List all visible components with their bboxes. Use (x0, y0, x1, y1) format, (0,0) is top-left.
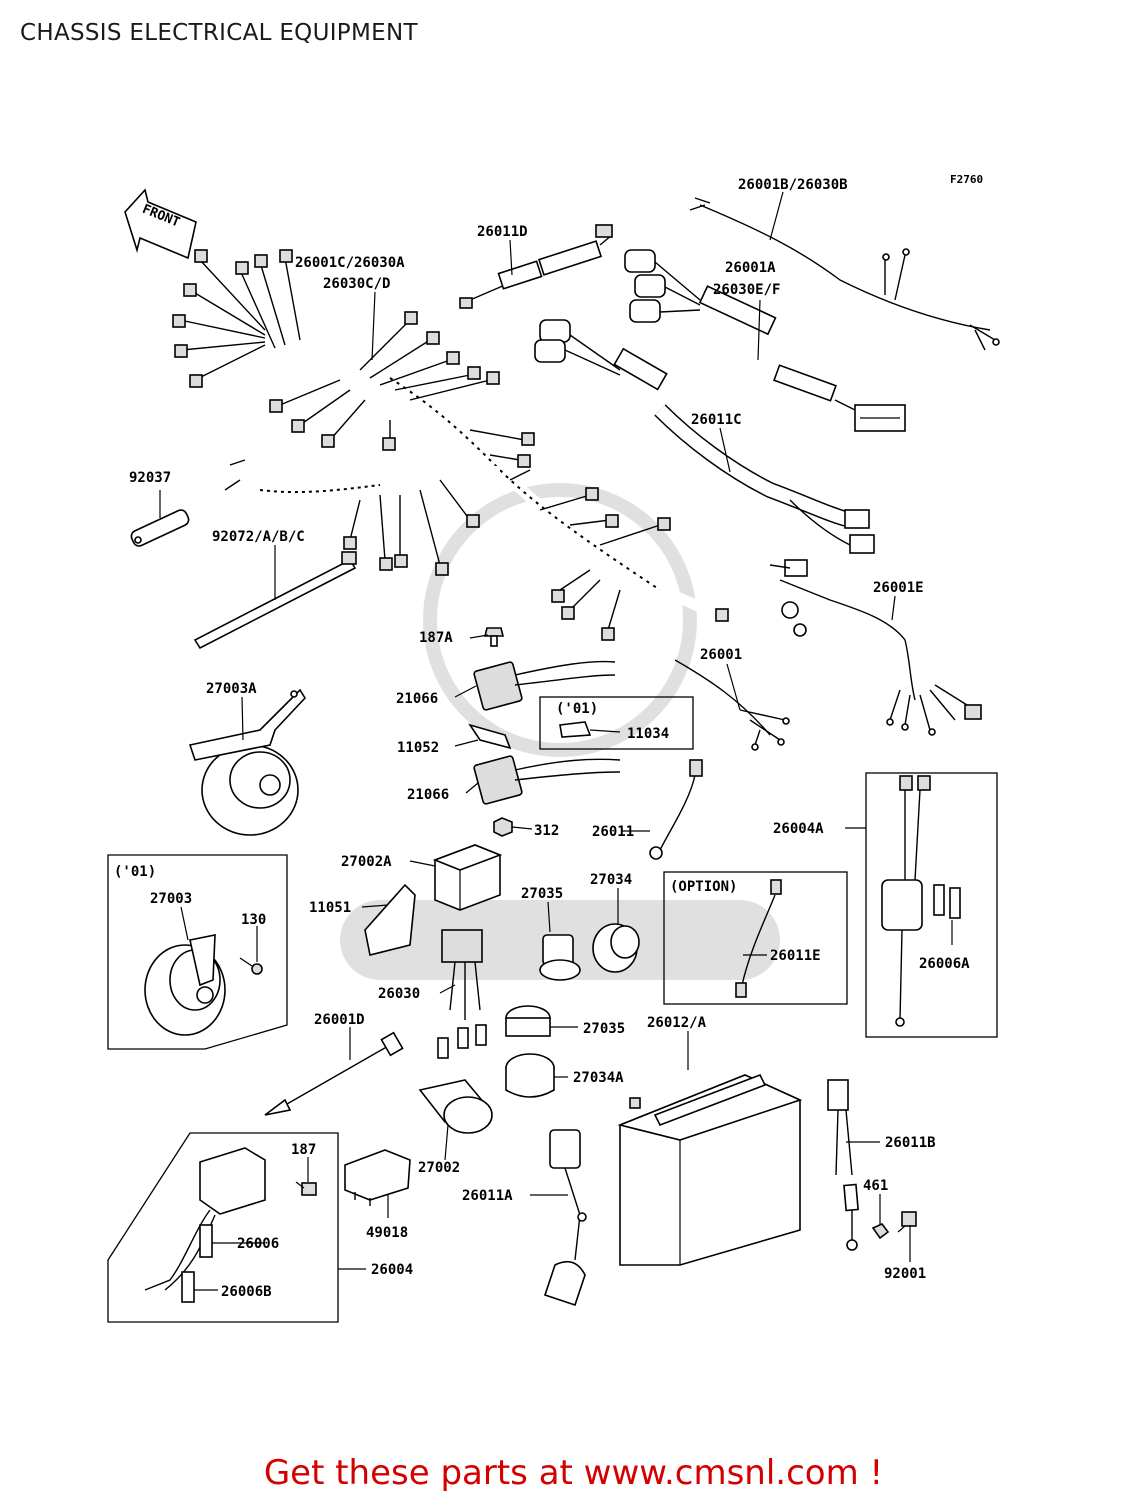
buzzer-27034a (505, 1053, 555, 1098)
label-26001b-26030b: 26001B/26030B (738, 177, 848, 193)
label-11052: 11052 (397, 740, 439, 756)
label-option: (OPTION) (670, 879, 737, 895)
label-27035-bottom: 27035 (583, 1021, 625, 1037)
label-187: 187 (291, 1142, 316, 1158)
main-wiring-harness (172, 249, 729, 641)
label-26011a: 26011A (462, 1188, 513, 1204)
label-26030e-f: 26030E/F (713, 282, 780, 298)
box-option (663, 871, 848, 1005)
label-26011e: 26011E (770, 948, 821, 964)
label-27034a: 27034A (573, 1070, 624, 1086)
label-26001d: 26001D (314, 1012, 365, 1028)
lead-26011b (827, 1079, 859, 1251)
harness-26001e (769, 559, 982, 736)
bolt-130 (239, 957, 263, 975)
label-26011c: 26011C (691, 412, 742, 428)
parts-diagram: F2760 FRONT (107, 173, 1000, 1323)
box-26004a (865, 772, 998, 1038)
label-26006: 26006 (237, 1236, 279, 1252)
bolt-92001 (897, 1211, 917, 1233)
label-461: 461 (863, 1178, 888, 1194)
harness-26011d (459, 224, 613, 309)
relay-27002a (432, 844, 503, 911)
label-21066-bottom: 21066 (407, 787, 449, 803)
callout-labels: 26001B/26030B 26011D 26001C/26030A 26030… (114, 177, 970, 1300)
horn-27003a (188, 688, 307, 836)
fuse-holder-21066-top (473, 660, 616, 711)
lead-26001d (264, 1031, 404, 1116)
connector-26030 (437, 929, 487, 1059)
figure-id: F2760 (950, 173, 983, 186)
part-92037 (130, 509, 190, 547)
cable-tie-92072 (193, 551, 357, 650)
bolt-187 (295, 1181, 317, 1196)
fuse-holder-21066-bottom (473, 755, 621, 805)
label-26004: 26004 (371, 1262, 413, 1278)
relay-27002 (418, 1079, 493, 1134)
bolt-187a (483, 627, 505, 647)
footer-cta-link[interactable]: Get these parts at www.cmsnl.com ! (263, 1453, 884, 1493)
label-26001c-26030a: 26001C/26030A (295, 255, 405, 271)
lead-26011a (543, 1129, 587, 1307)
harness-26001 (674, 659, 790, 751)
label-11051: 11051 (309, 900, 351, 916)
label-26012a: 26012/A (647, 1015, 707, 1031)
front-arrow-icon: FRONT (124, 188, 197, 260)
label-26011b: 26011B (885, 1135, 936, 1151)
label-27003a: 27003A (206, 681, 257, 697)
label-92072: 92072/A/B/C (212, 529, 305, 545)
page-title: CHASSIS ELECTRICAL EQUIPMENT (20, 20, 418, 46)
label-26004a: 26004A (773, 821, 824, 837)
label-21066-top: 21066 (396, 691, 438, 707)
label-92001: 92001 (884, 1266, 926, 1282)
clip-11034 (559, 721, 592, 738)
label-27034: 27034 (590, 872, 632, 888)
clamp-27035-bottom (505, 1005, 551, 1037)
buzzer-27034 (592, 923, 640, 973)
label-130: 130 (241, 912, 266, 928)
harness-26001a (624, 249, 906, 432)
label-26006a: 26006A (919, 956, 970, 972)
lead-26011 (649, 759, 703, 860)
label-26006b: 26006B (221, 1284, 272, 1300)
label-26001e: 26001E (873, 580, 924, 596)
nut-312 (493, 817, 513, 837)
label-26001a: 26001A (725, 260, 776, 276)
label-01-horn: ('01) (114, 864, 156, 880)
battery-26012 (617, 1073, 803, 1266)
box-01-horn (107, 854, 288, 1050)
bracket-11051 (364, 883, 416, 956)
label-27002: 27002 (418, 1160, 460, 1176)
clip-11052 (468, 723, 512, 750)
label-26001: 26001 (700, 647, 742, 663)
label-27003: 27003 (150, 891, 192, 907)
box-26004 (107, 1132, 339, 1323)
relay-49018 (344, 1149, 411, 1206)
harness-26011c (534, 319, 875, 554)
label-92037: 92037 (129, 470, 171, 486)
label-26011d: 26011D (477, 224, 528, 240)
label-11034: 11034 (627, 726, 669, 742)
harness-26001b (689, 197, 1000, 351)
horn-27003 (144, 934, 226, 1036)
label-01-clip: ('01) (556, 701, 598, 717)
fuse-unit-26004 (144, 1147, 266, 1303)
label-27002a: 27002A (341, 854, 392, 870)
lead-26011e (735, 879, 782, 998)
washer-461 (871, 1223, 890, 1240)
fuse-unit-26004a (881, 775, 961, 1027)
box-11034 (539, 696, 694, 750)
clamp-27035-top (539, 934, 581, 981)
label-27035-top: 27035 (521, 886, 563, 902)
label-187a: 187A (419, 630, 453, 646)
label-26030: 26030 (378, 986, 420, 1002)
label-26030c-d: 26030C/D (323, 276, 390, 292)
leader-lines (159, 191, 953, 1291)
label-312: 312 (534, 823, 559, 839)
label-26011: 26011 (592, 824, 634, 840)
label-49018: 49018 (366, 1225, 408, 1241)
